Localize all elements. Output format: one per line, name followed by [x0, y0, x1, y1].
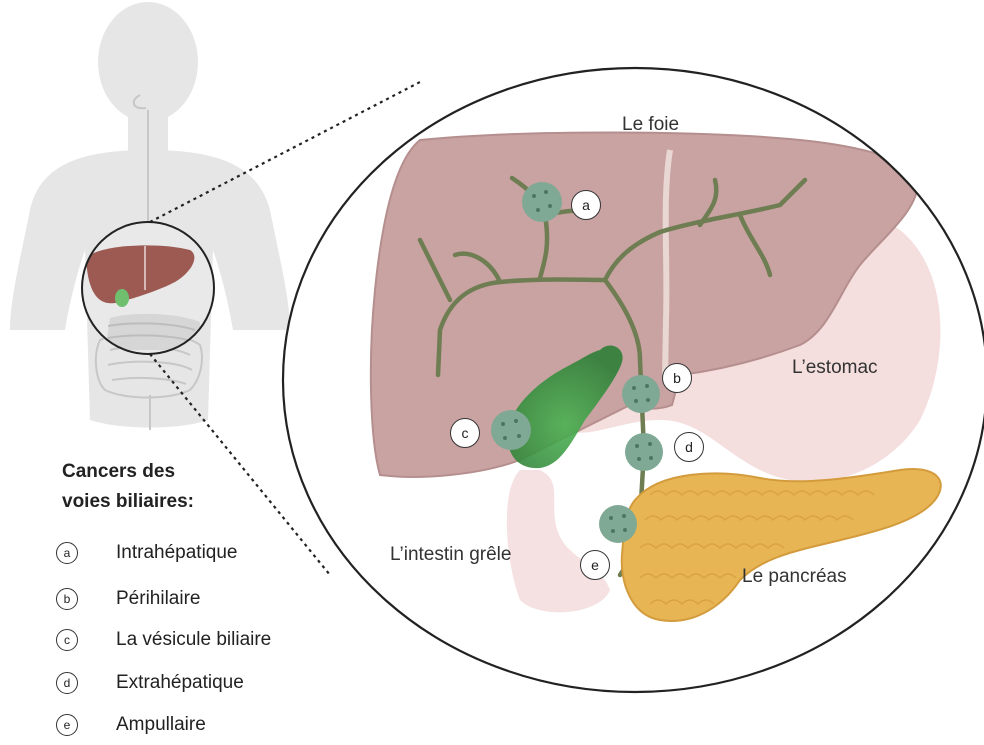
- legend-label-c: La vésicule biliaire: [116, 629, 271, 651]
- tumor-e: [599, 505, 637, 543]
- legend-item-a: a Intrahépatique: [56, 538, 238, 568]
- site-marker-e: e: [580, 550, 610, 580]
- legend-marker-c: c: [56, 629, 78, 651]
- legend-title: Cancers des voies biliaires:: [62, 457, 252, 517]
- legend-marker-e: e: [56, 714, 78, 736]
- body-silhouette: [10, 2, 290, 428]
- label-liver: Le foie: [622, 114, 679, 136]
- site-marker-d: d: [674, 432, 704, 462]
- tumor-a: [522, 182, 562, 222]
- legend-label-a: Intrahépatique: [116, 542, 238, 564]
- site-marker-b: b: [662, 363, 692, 393]
- label-pancreas: Le pancréas: [742, 566, 847, 588]
- legend-title-line2: voies biliaires:: [62, 487, 252, 517]
- legend-item-b: b Périhilaire: [56, 584, 200, 614]
- site-marker-a: a: [571, 190, 601, 220]
- legend-marker-b: b: [56, 588, 78, 610]
- legend-item-c: c La vésicule biliaire: [56, 625, 271, 655]
- tumor-b: [622, 375, 660, 413]
- legend-label-e: Ampullaire: [116, 714, 206, 736]
- tumor-d: [625, 433, 663, 471]
- legend-marker-a: a: [56, 542, 78, 564]
- tumor-c: [491, 410, 531, 450]
- legend-marker-d: d: [56, 672, 78, 694]
- legend-label-b: Périhilaire: [116, 588, 200, 610]
- label-small-intestine: L’intestin grêle: [390, 544, 511, 566]
- legend-item-d: d Extrahépatique: [56, 668, 244, 698]
- site-marker-c: c: [450, 418, 480, 448]
- legend-title-line1: Cancers des: [62, 457, 252, 487]
- legend-label-d: Extrahépatique: [116, 672, 244, 694]
- label-stomach: L’estomac: [792, 357, 878, 379]
- legend-item-e: e Ampullaire: [56, 710, 206, 740]
